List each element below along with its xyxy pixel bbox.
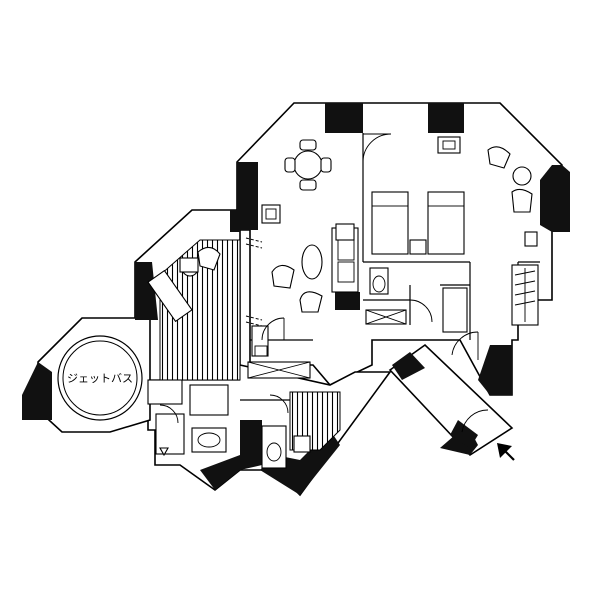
jet-bath: ジェットバス [57, 335, 143, 421]
side-chair [261, 204, 281, 224]
coffee-table [301, 244, 323, 280]
lounge-chair [147, 269, 193, 323]
closet [511, 264, 539, 326]
toilet-left [261, 425, 287, 469]
bedroom-chair [487, 146, 511, 169]
dining-set [261, 139, 332, 224]
nightstand [409, 239, 427, 255]
desk [437, 136, 461, 154]
jet-bath-label: ジェットバス [67, 372, 133, 385]
toilet-bedroom [369, 267, 389, 295]
shower [442, 287, 468, 333]
armchair-left [271, 264, 295, 289]
armchair-right [299, 291, 323, 313]
bed-right [427, 191, 465, 255]
living-set [271, 223, 359, 313]
bathroom-fixtures [155, 267, 468, 469]
sliding-doors [245, 237, 263, 327]
doors [159, 133, 489, 433]
washbasin [191, 427, 227, 453]
arrow-northwest-icon [497, 443, 515, 461]
bathtub-small [189, 384, 229, 416]
bedroom [371, 136, 538, 255]
balcony-furniture [147, 246, 221, 323]
dining-table [293, 150, 323, 180]
bed-left [371, 191, 409, 255]
entry-corridor-outline [388, 343, 514, 457]
striped-floor [147, 239, 341, 451]
